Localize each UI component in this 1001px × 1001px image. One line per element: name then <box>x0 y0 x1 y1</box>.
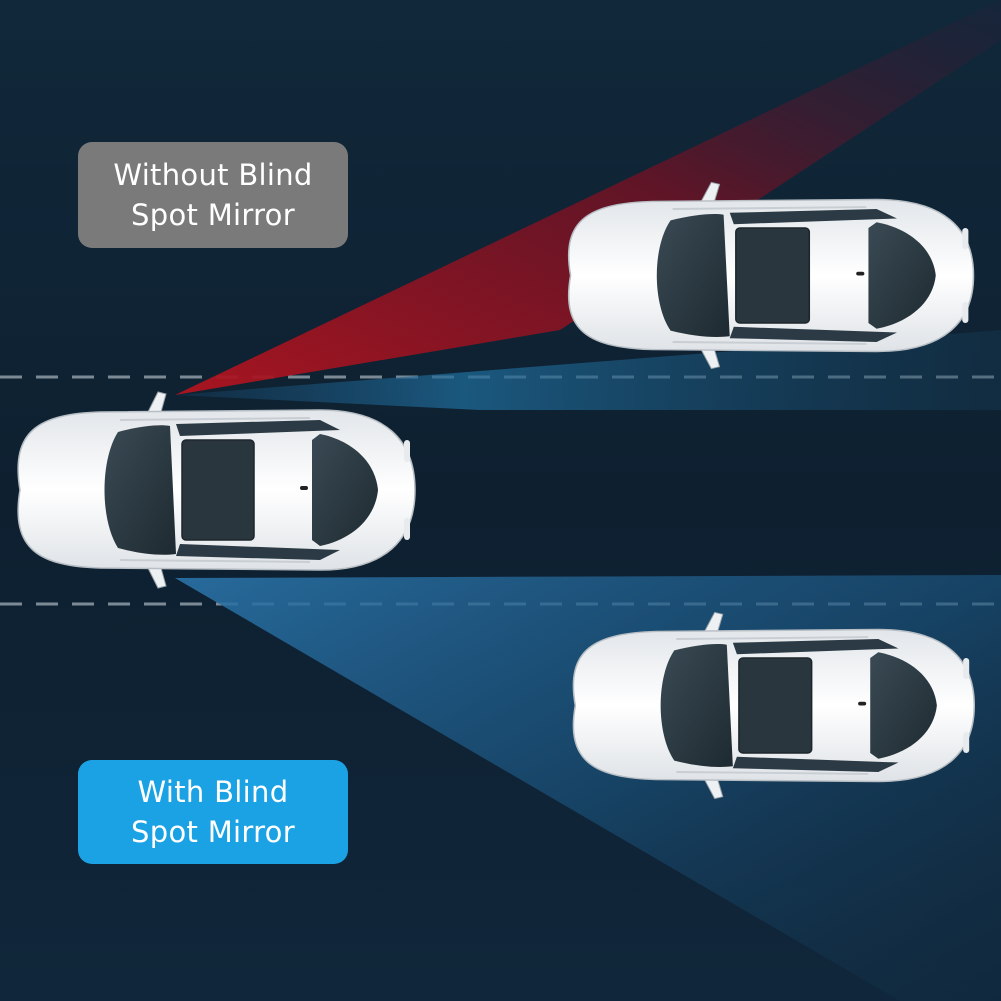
car-top-view-icon <box>572 611 976 800</box>
with-blind-spot-mirror-badge: With Blind Spot Mirror <box>78 760 348 864</box>
lower-car <box>572 611 976 800</box>
without-blind-spot-mirror-badge: Without Blind Spot Mirror <box>78 142 348 248</box>
car-top-view-icon <box>17 391 417 589</box>
own-car <box>17 391 417 589</box>
car-top-view-icon <box>567 181 975 370</box>
upper-car <box>567 181 975 370</box>
blind-spot-zone <box>175 0 1001 395</box>
